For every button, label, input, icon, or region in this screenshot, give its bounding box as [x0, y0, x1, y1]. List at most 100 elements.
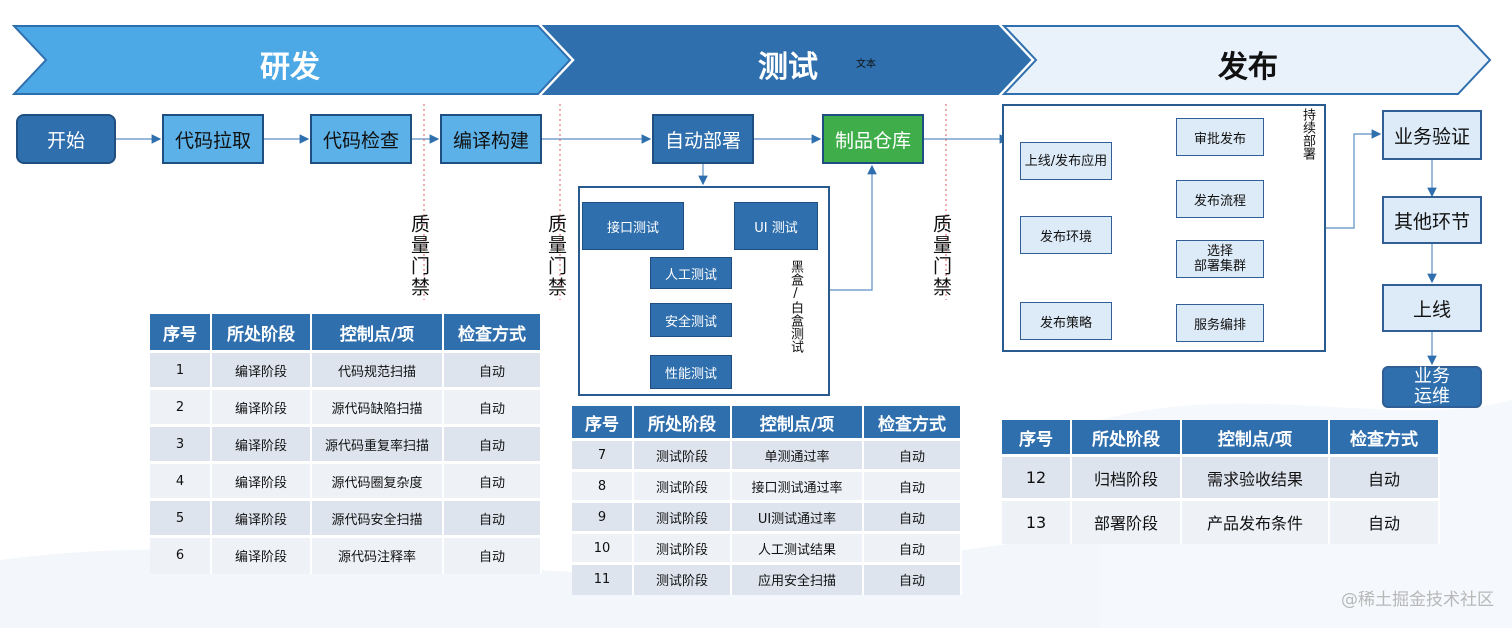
cell-method: 自动	[863, 469, 962, 502]
header-method: 检查方式	[443, 314, 542, 352]
cell-method: 自动	[863, 531, 962, 564]
continuous-deploy-label: 持续部署	[1300, 108, 1315, 160]
cell-control: 人工测试结果	[731, 531, 864, 564]
build-node[interactable]: 编译构建	[440, 114, 542, 164]
cell-stage: 测试阶段	[633, 438, 732, 471]
cell-seq: 7	[572, 438, 634, 471]
cell-control: 应用安全扫描	[731, 562, 864, 595]
cell-control: 源代码注释率	[311, 535, 444, 574]
cell-method: 自动	[863, 562, 962, 595]
quality-gate-label-dev: 质量门禁	[408, 214, 430, 298]
cell-stage: 编译阶段	[211, 498, 312, 537]
online-deploy-node[interactable]: 上线/发布应用	[1020, 142, 1112, 180]
manual-test-node[interactable]: 人工测试	[650, 257, 732, 289]
release-strategy-node[interactable]: 发布策略	[1020, 302, 1112, 340]
cell-seq: 13	[1002, 498, 1072, 544]
release-process-node[interactable]: 发布流程	[1176, 180, 1264, 218]
biz-ops-node[interactable]: 业务 运维	[1382, 366, 1482, 408]
cell-control: 接口测试通过率	[731, 469, 864, 502]
cell-method: 自动	[443, 424, 542, 463]
cell-seq: 8	[572, 469, 634, 502]
go-live-node[interactable]: 上线	[1382, 284, 1482, 332]
biz-ops-line1: 业务	[1414, 366, 1450, 387]
cell-stage: 编译阶段	[211, 387, 312, 426]
header-stage: 所处阶段	[633, 406, 732, 440]
select-cluster-line1: 选择	[1206, 244, 1233, 259]
cell-seq: 4	[150, 461, 212, 500]
blackbox-whitebox-label: 黑盒/白盒测试	[788, 260, 803, 353]
quality-gate-label-release: 质量门禁	[930, 214, 952, 298]
cell-stage: 测试阶段	[633, 469, 732, 502]
cell-method: 自动	[863, 438, 962, 471]
cell-stage: 编译阶段	[211, 424, 312, 463]
header-control: 控制点/项	[1181, 420, 1330, 456]
header-seq: 序号	[572, 406, 634, 440]
security-test-node[interactable]: 安全测试	[650, 303, 732, 337]
header-seq: 序号	[150, 314, 212, 352]
cell-seq: 11	[572, 562, 634, 595]
header-stage: 所处阶段	[1071, 420, 1182, 456]
chevron-test	[541, 25, 1032, 95]
cell-control: UI测试通过率	[731, 500, 864, 533]
cell-seq: 10	[572, 531, 634, 564]
release-env-node[interactable]: 发布环境	[1020, 216, 1112, 254]
performance-test-node[interactable]: 性能测试	[650, 355, 732, 389]
cell-method: 自动	[443, 498, 542, 537]
cell-control: 需求验收结果	[1181, 454, 1330, 500]
ui-test-node[interactable]: UI 测试	[734, 202, 818, 250]
cell-stage: 编译阶段	[211, 461, 312, 500]
cell-control: 单测通过率	[731, 438, 864, 471]
table-header-row: 序号 所处阶段 控制点/项 检查方式	[1002, 420, 1440, 456]
biz-verify-node[interactable]: 业务验证	[1382, 110, 1482, 160]
header-seq: 序号	[1002, 420, 1072, 456]
code-check-node[interactable]: 代码检查	[310, 114, 412, 164]
cell-control: 源代码缺陷扫描	[311, 387, 444, 426]
cell-control: 源代码重复率扫描	[311, 424, 444, 463]
select-cluster-node[interactable]: 选择 部署集群	[1176, 240, 1264, 278]
cell-stage: 部署阶段	[1071, 498, 1182, 544]
phase-release-label: 发布	[1218, 50, 1278, 85]
table-header-row: 序号 所处阶段 控制点/项 检查方式	[572, 406, 962, 440]
cell-seq: 6	[150, 535, 212, 574]
header-control: 控制点/项	[311, 314, 444, 352]
cell-seq: 2	[150, 387, 212, 426]
code-pull-node[interactable]: 代码拉取	[162, 114, 264, 164]
cell-method: 自动	[443, 350, 542, 389]
cell-seq: 1	[150, 350, 212, 389]
phase-dev-label: 研发	[260, 50, 320, 85]
chevron-release	[1001, 25, 1492, 95]
select-cluster-line2: 部署集群	[1193, 259, 1246, 274]
header-method: 检查方式	[1329, 420, 1440, 456]
interface-test-node[interactable]: 接口测试	[582, 202, 684, 250]
biz-ops-line2: 运维	[1414, 386, 1450, 407]
table-header-row: 序号 所处阶段 控制点/项 检查方式	[150, 314, 542, 352]
cell-control: 源代码安全扫描	[311, 498, 444, 537]
cell-stage: 测试阶段	[633, 500, 732, 533]
approve-release-node[interactable]: 审批发布	[1176, 118, 1264, 156]
service-orchestration-node[interactable]: 服务编排	[1176, 304, 1264, 342]
cell-method: 自动	[1329, 498, 1440, 544]
auto-deploy-node[interactable]: 自动部署	[652, 114, 754, 164]
header-method: 检查方式	[863, 406, 962, 440]
other-steps-node[interactable]: 其他环节	[1382, 196, 1482, 244]
start-node[interactable]: 开始	[16, 114, 116, 164]
small-text-label: 文本	[856, 59, 876, 70]
cell-stage: 测试阶段	[633, 531, 732, 564]
phase-test-label: 测试	[758, 50, 818, 85]
chevron-dev	[11, 25, 572, 95]
cell-stage: 编译阶段	[211, 350, 312, 389]
cell-control: 产品发布条件	[1181, 498, 1330, 544]
cell-method: 自动	[863, 500, 962, 533]
artifact-repo-node[interactable]: 制品仓库	[822, 114, 924, 164]
